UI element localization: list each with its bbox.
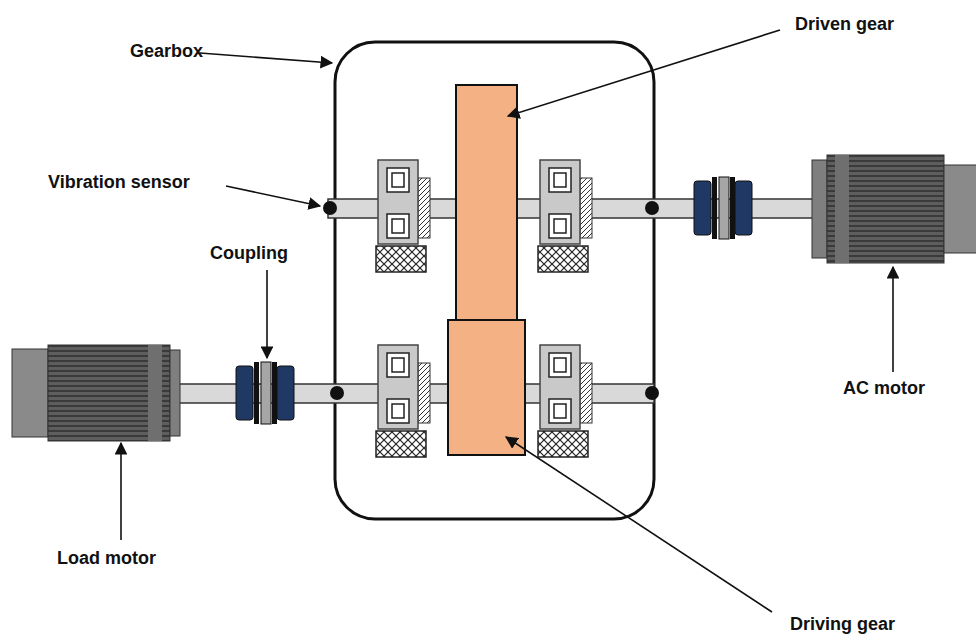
leader-line xyxy=(226,186,320,206)
bearing-ball xyxy=(549,353,571,377)
driving-gear xyxy=(448,320,525,455)
ac-motor xyxy=(812,155,976,263)
bearing-base xyxy=(376,431,426,457)
bearing-seal xyxy=(580,178,592,238)
bearing-seal xyxy=(418,363,430,423)
leader-line xyxy=(120,443,122,540)
bearing-ball-inner xyxy=(392,219,404,233)
callout-label: Coupling xyxy=(210,243,288,265)
bearing-ball xyxy=(387,168,409,192)
vibration-sensor-dot xyxy=(330,386,344,400)
vibration-sensor-dot xyxy=(323,201,337,215)
bearing-ball xyxy=(387,399,409,423)
bearing-housing xyxy=(378,160,418,244)
bearing-base xyxy=(538,246,588,272)
leader-line xyxy=(892,267,894,372)
gearbox-housing xyxy=(335,42,654,519)
bearing-ball xyxy=(387,353,409,377)
vibration-sensor-dot xyxy=(645,386,659,400)
lower-coupling xyxy=(236,362,294,424)
callout-label: Driving gear xyxy=(790,614,895,636)
bearing xyxy=(376,160,430,272)
leader-line xyxy=(200,53,332,63)
bearing-housing xyxy=(378,345,418,429)
bearing xyxy=(538,345,592,457)
leader-line xyxy=(506,437,772,612)
callout-label: Driven gear xyxy=(795,14,894,36)
leader-line xyxy=(266,270,268,358)
bearing-ball-inner xyxy=(392,358,404,372)
upper-coupling xyxy=(694,177,752,239)
bearing-base xyxy=(376,246,426,272)
leader-line xyxy=(508,30,780,116)
bearing-ball-inner xyxy=(554,358,566,372)
bearing-housing xyxy=(540,345,580,429)
bearing-seal xyxy=(418,178,430,238)
bearing-ball-inner xyxy=(554,219,566,233)
bearing-ball xyxy=(387,214,409,238)
bearing-ball xyxy=(549,214,571,238)
load-motor xyxy=(12,345,180,441)
callout-label: Load motor xyxy=(57,548,156,570)
bearing-ball-inner xyxy=(554,173,566,187)
callout-label: Gearbox xyxy=(130,41,203,63)
callout-label: Vibration sensor xyxy=(48,172,190,194)
bearing-ball xyxy=(549,168,571,192)
bearing-base xyxy=(538,431,588,457)
vibration-sensor-dot xyxy=(645,201,659,215)
bearing-ball xyxy=(549,399,571,423)
driven-gear xyxy=(456,85,517,320)
bearing-ball-inner xyxy=(392,404,404,418)
bearing-ball-inner xyxy=(392,173,404,187)
bearing-ball-inner xyxy=(554,404,566,418)
bearing xyxy=(376,345,430,457)
bearing-seal xyxy=(580,363,592,423)
callout-label: AC motor xyxy=(843,378,925,400)
bearing-housing xyxy=(540,160,580,244)
bearing xyxy=(538,160,592,272)
